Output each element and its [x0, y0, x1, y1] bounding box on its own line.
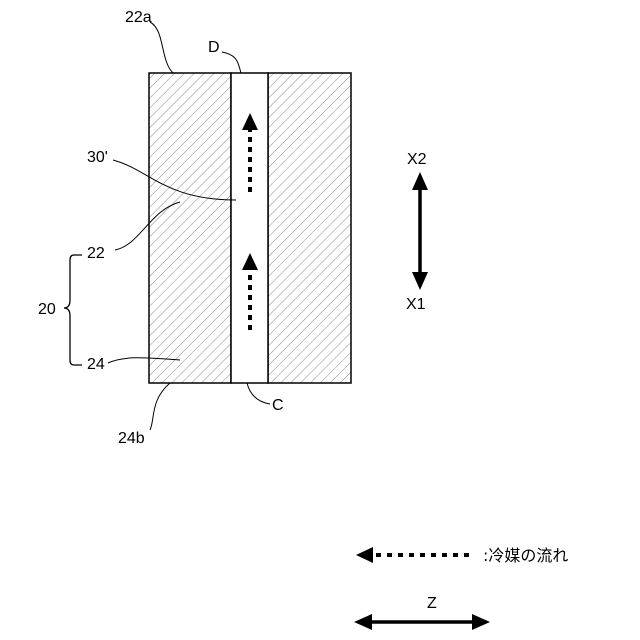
legend-flow-arrow [356, 547, 470, 563]
label-24b: 24b [118, 430, 145, 447]
label-24: 24 [87, 356, 105, 373]
x-direction-arrow [412, 172, 428, 290]
leader-D [222, 52, 241, 73]
label-Z: Z [427, 595, 437, 612]
leader-22a [150, 22, 173, 73]
label-C: C [272, 397, 284, 414]
z-direction-arrow [354, 614, 490, 630]
legend-flow-caption: :冷媒の流れ [483, 546, 568, 565]
right-hatched-section [268, 73, 351, 383]
leader-C [247, 383, 270, 404]
label-X2: X2 [407, 151, 427, 168]
label-22: 22 [87, 245, 105, 262]
label-30prime: 30' [87, 149, 108, 166]
label-22a: 22a [125, 9, 152, 26]
label-X1: X1 [406, 296, 426, 313]
label-D: D [208, 39, 220, 56]
label-20: 20 [38, 301, 56, 318]
brace-20 [64, 255, 82, 365]
left-hatched-section [149, 73, 231, 383]
leader-24b [150, 383, 170, 430]
